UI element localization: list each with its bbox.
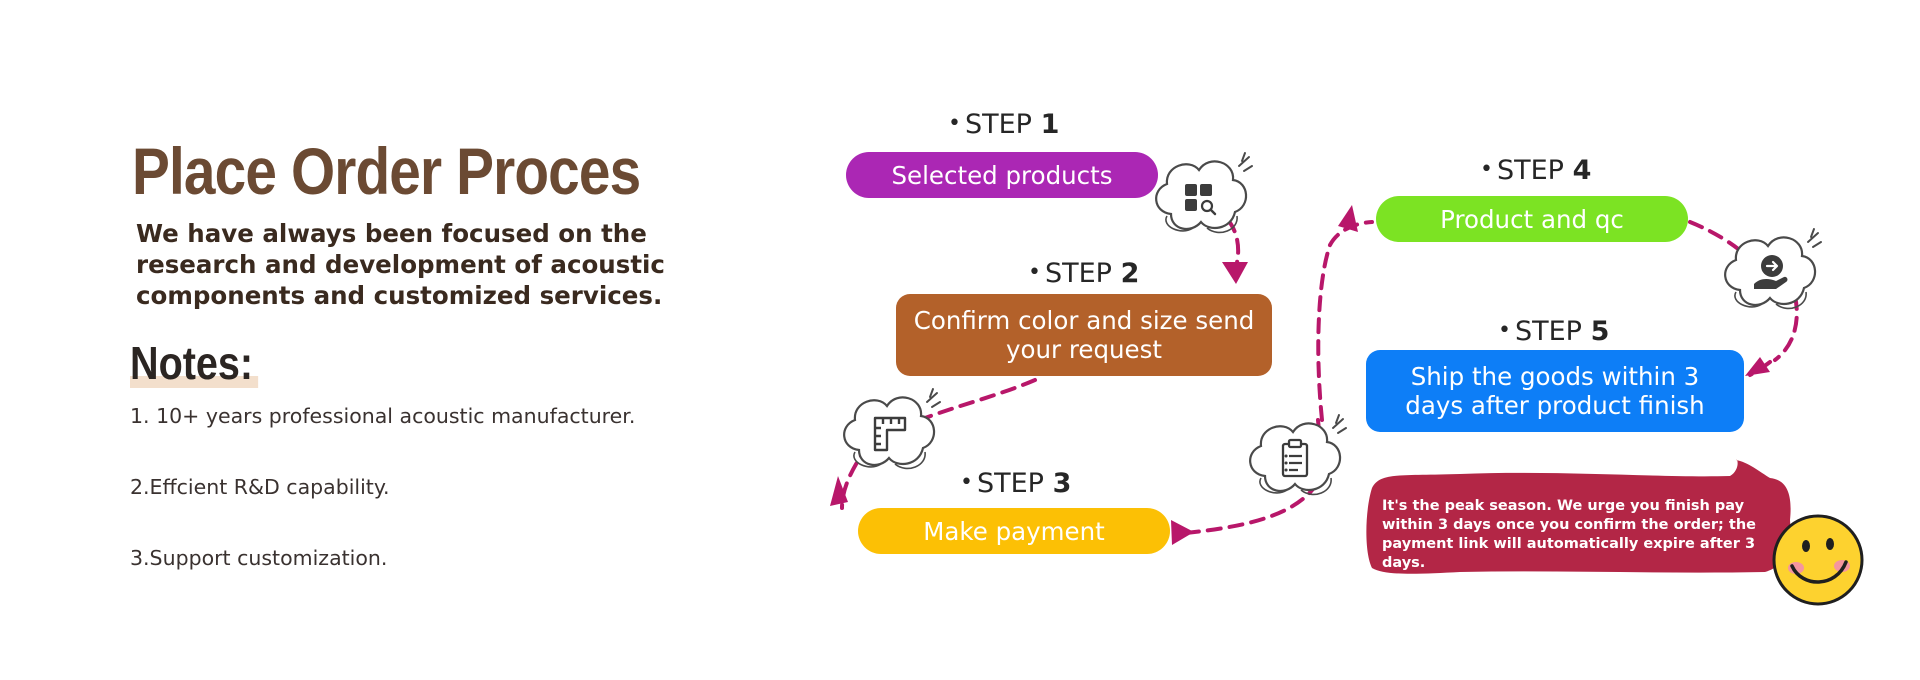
step-2-box: Confirm color and size send your request [896, 294, 1272, 376]
step-4-box: Product and qc [1376, 196, 1688, 242]
cloud-step2 [843, 387, 942, 470]
smiley-face-icon [1772, 514, 1864, 606]
step-1-box: Selected products [846, 152, 1158, 198]
note-item-1: 1. 10+ years professional acoustic manuf… [130, 404, 636, 428]
product-search-icon [1185, 184, 1217, 216]
step-1-label: •STEP 1 [948, 109, 1060, 140]
step-3-box: Make payment [858, 508, 1170, 554]
connector-arrowheads [830, 205, 1770, 545]
clipboard-icon [1281, 438, 1309, 478]
ruler-icon [873, 416, 907, 452]
notice-bubble [1366, 459, 1791, 574]
step-5-box: Ship the goods within 3 days after produ… [1366, 350, 1744, 432]
page-title: Place Order Proces [132, 134, 641, 208]
note-item-3: 3.Support customization. [130, 546, 388, 570]
hand-send-icon [1754, 255, 1788, 289]
cloud-step3 [1249, 413, 1348, 496]
cloud-step1 [1155, 151, 1254, 234]
cloud-step4 [1724, 227, 1823, 310]
notes-heading: Notes: [130, 340, 259, 388]
step-2-label: •STEP 2 [1028, 258, 1140, 289]
notice-text: It's the peak season. We urge you finish… [1382, 498, 1756, 571]
intro-text: We have always been focused on the resea… [136, 219, 665, 310]
step-4-label: •STEP 4 [1480, 155, 1592, 186]
step-3-label: •STEP 3 [960, 468, 1072, 499]
step-5-label: •STEP 5 [1498, 316, 1610, 347]
note-item-2: 2.Effcient R&D capability. [130, 475, 390, 499]
